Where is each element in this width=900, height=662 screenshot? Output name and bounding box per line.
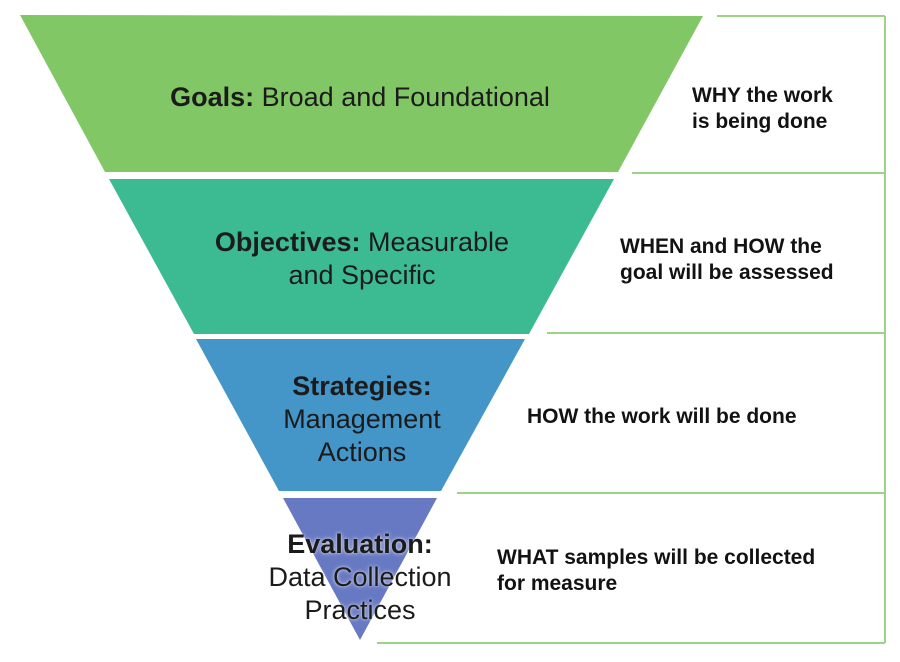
funnel-label-strategies: Strategies: Management Actions bbox=[112, 370, 612, 469]
evaluation-label-line2: Data Collection bbox=[268, 562, 452, 592]
funnel-level-objectives-shape bbox=[109, 179, 614, 334]
annotation-when: WHEN and HOW the goal will be assessed bbox=[620, 234, 834, 286]
funnel-label-objectives: Objectives: Measurable and Specific bbox=[112, 226, 612, 292]
annotation-what-line1: WHAT samples will be collected bbox=[497, 546, 816, 569]
strategies-label-line3: Actions bbox=[317, 437, 407, 467]
annotation-why-line1: WHY the work bbox=[692, 84, 833, 107]
objectives-label-line2: and Specific bbox=[288, 260, 436, 290]
goals-label-rest: Broad and Foundational bbox=[254, 82, 550, 112]
objectives-label-line1: Objectives: Measurable bbox=[112, 226, 612, 259]
annotation-when-line1: WHEN and HOW the bbox=[620, 235, 822, 258]
objectives-label-bold: Objectives: bbox=[214, 227, 361, 257]
strategies-label-line2: Management bbox=[283, 404, 441, 434]
funnel-label-goals: Goals: Broad and Foundational bbox=[60, 81, 660, 114]
goals-label-bold: Goals: bbox=[170, 82, 255, 112]
evaluation-label-line3: Practices bbox=[304, 595, 416, 625]
strategies-label-bold: Strategies: bbox=[292, 371, 432, 401]
annotation-why-line2: is being done bbox=[692, 110, 828, 133]
funnel-level-evaluation-shape bbox=[283, 498, 437, 640]
annotation-what: WHAT samples will be collected for measu… bbox=[497, 545, 815, 597]
annotation-how: HOW the work will be done bbox=[527, 404, 797, 430]
funnel-level-strategies-shape bbox=[196, 339, 525, 491]
funnel-label-evaluation: Evaluation: Data Collection Practices bbox=[110, 528, 610, 627]
annotation-when-line2: goal will be assessed bbox=[620, 261, 834, 284]
funnel-level-goals-shape bbox=[20, 15, 703, 172]
annotation-what-line2: for measure bbox=[497, 572, 618, 595]
objectives-label-rest: Measurable bbox=[360, 227, 510, 257]
annotation-how-line1: HOW the work will be done bbox=[527, 405, 797, 428]
evaluation-label-bold: Evaluation: bbox=[287, 529, 433, 559]
annotation-why: WHY the work is being done bbox=[692, 83, 833, 135]
